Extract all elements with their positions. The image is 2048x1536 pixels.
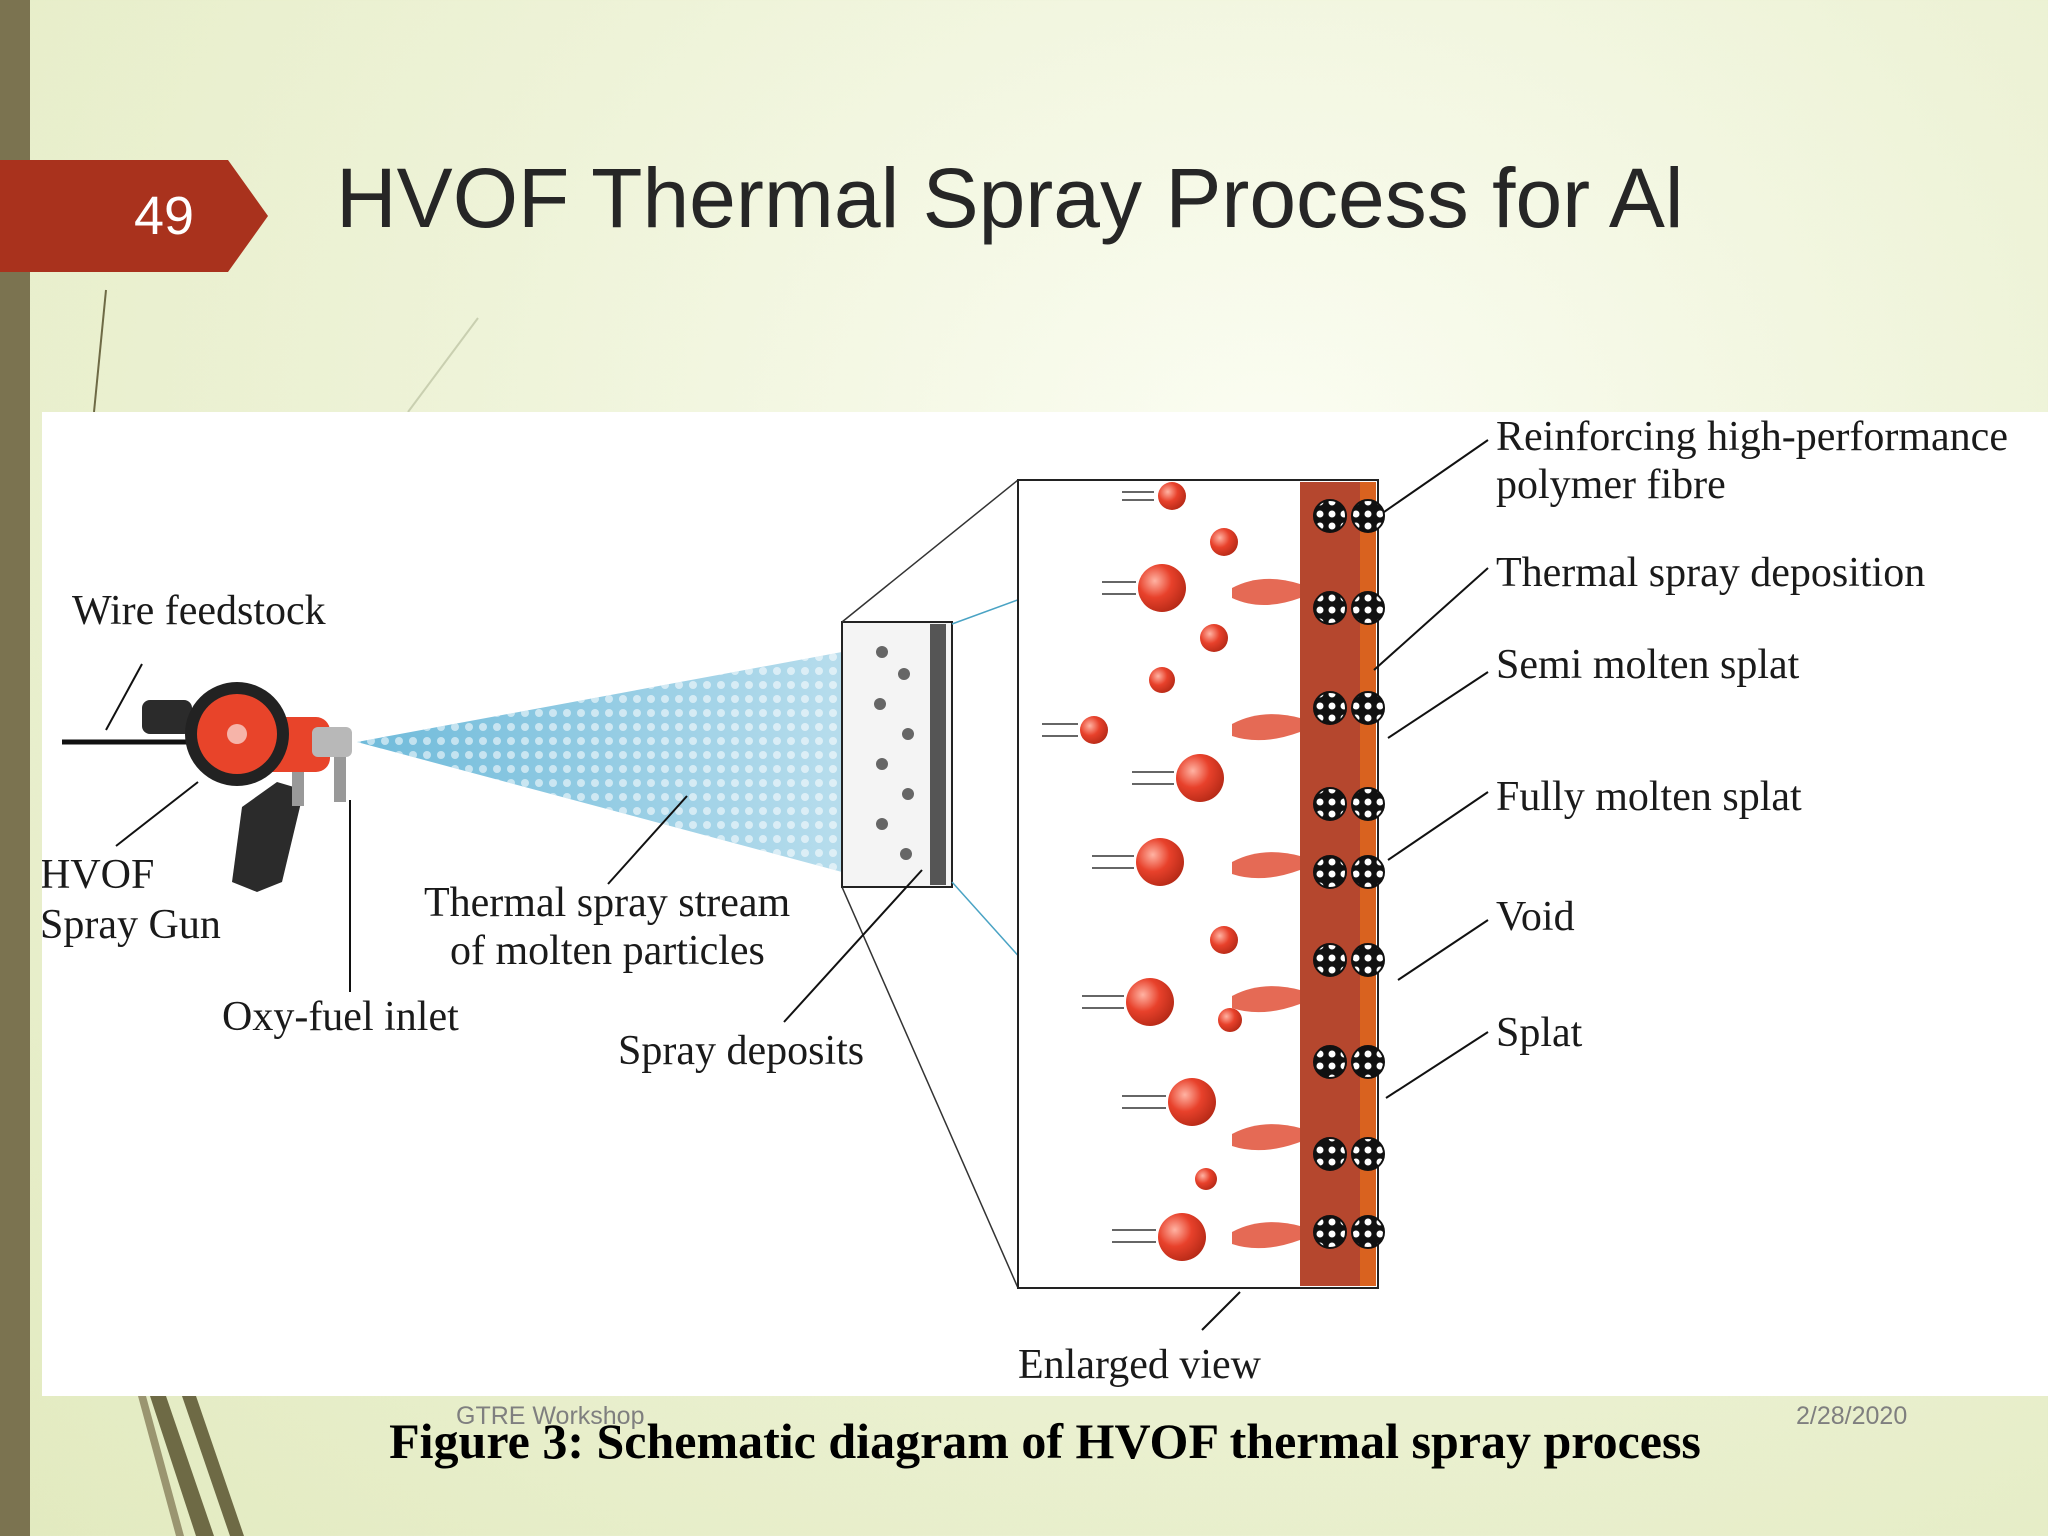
label-splat: Splat	[1496, 1010, 1583, 1056]
hvof-spray-gun	[142, 682, 352, 892]
label-spray-gun: Spray Gun	[42, 902, 221, 948]
label-spray-deposits: Spray deposits	[618, 1028, 864, 1074]
label-void: Void	[1496, 894, 1575, 940]
label-hvof: HVOF	[42, 852, 154, 898]
label-reinforcing-fibre: Reinforcing high-performance	[1496, 414, 2008, 460]
figure-caption: Figure 3: Schematic diagram of HVOF ther…	[389, 1413, 1701, 1469]
label-thermal-spray-deposition: Thermal spray deposition	[1496, 550, 1925, 596]
slide-number: 49	[0, 160, 268, 272]
label-semi-molten-splat: Semi molten splat	[1496, 642, 1800, 688]
footer-workshop: GTRE Workshop	[456, 1402, 645, 1430]
label-wire-feedstock: Wire feedstock	[72, 588, 326, 634]
label-oxy-fuel-inlet: Oxy-fuel inlet	[222, 994, 459, 1040]
label-molten-particles: of molten particles	[450, 928, 765, 974]
label-polymer-fibre: polymer fibre	[1496, 462, 1726, 508]
enlarged-view	[1017, 479, 1385, 1289]
label-thermal-spray-stream: Thermal spray stream	[424, 880, 791, 926]
slide-title: HVOF Thermal Spray Process for Al	[336, 151, 1684, 245]
label-enlarged-view: Enlarged view	[1018, 1342, 1262, 1388]
hvof-schematic-figure: Wire feedstock HVOF Spray Gun Oxy-fuel i…	[42, 412, 2048, 1396]
footer-date: 2/28/2020	[1796, 1402, 1908, 1430]
label-fully-molten-splat: Fully molten splat	[1496, 774, 1802, 820]
